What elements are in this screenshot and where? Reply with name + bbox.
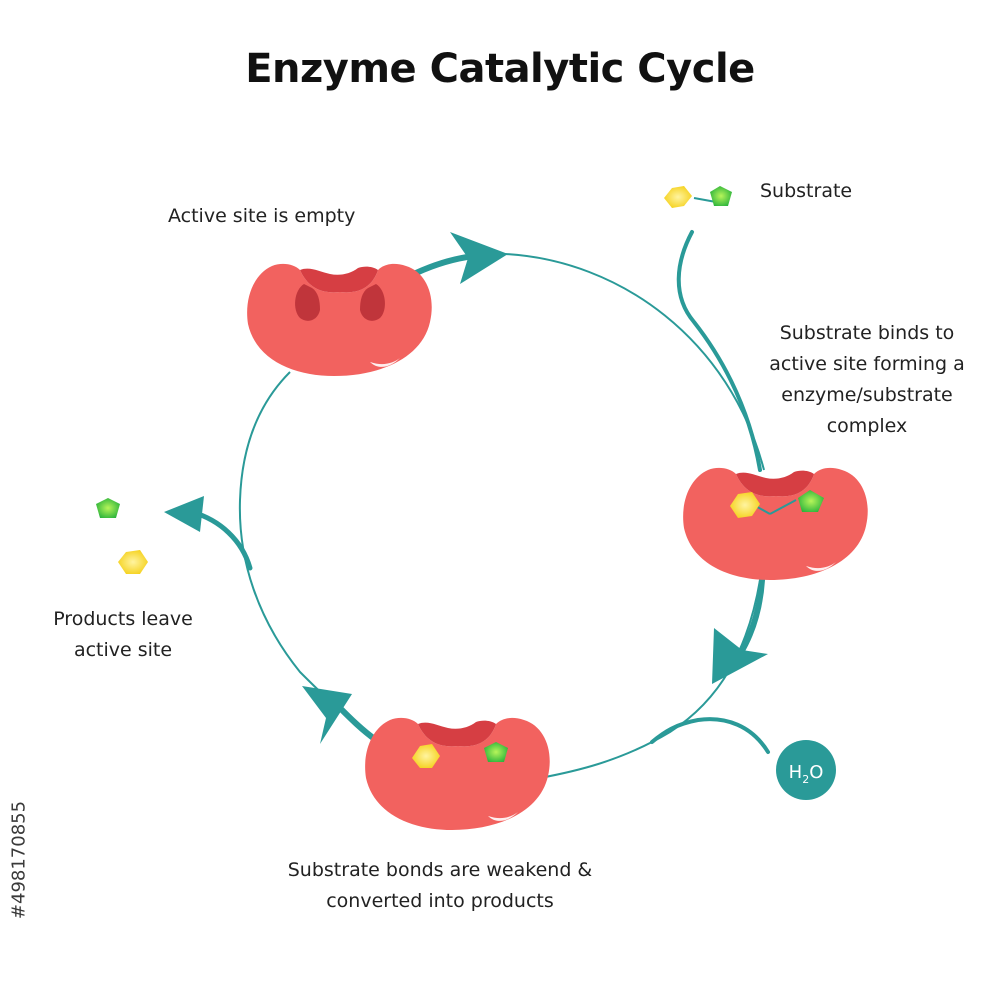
hexagon-molecule-icon (118, 550, 148, 574)
arrow-icon (712, 577, 768, 684)
label-active-site-empty: Active site is empty (168, 205, 356, 227)
arrow-icon (164, 496, 253, 571)
cycle-line (238, 371, 377, 741)
pentagon-molecule-icon (484, 742, 508, 762)
enzyme-icon (683, 467, 868, 580)
stock-id-text: #498170855 (8, 800, 30, 920)
svg-text:H2O: H2O (789, 762, 824, 786)
enzyme-icon (247, 263, 432, 376)
bound-substrate-icon (730, 490, 824, 518)
hexagon-molecule-icon (412, 744, 440, 768)
arrow-icon (413, 232, 508, 284)
enzyme-icon (365, 717, 550, 830)
substrate-path (676, 230, 762, 472)
cycle-line (539, 579, 761, 779)
cycle-line (504, 253, 765, 471)
water-molecule-icon: H2O (776, 740, 836, 800)
substrate-icon (664, 186, 732, 208)
pentagon-molecule-icon (710, 186, 732, 206)
label-substrate: Substrate (760, 180, 853, 202)
pentagon-molecule-icon (798, 490, 824, 512)
hexagon-molecule-icon (730, 492, 760, 518)
label-bonds-weakened: Substrate bonds are weakend & converted … (287, 859, 593, 912)
arrow-icon (302, 686, 379, 744)
page-title: Enzyme Catalytic Cycle (245, 46, 755, 92)
label-substrate-binds: Substrate binds to active site forming a… (769, 322, 965, 437)
hexagon-molecule-icon (664, 186, 692, 208)
water-path (650, 717, 770, 754)
pentagon-molecule-icon (96, 498, 120, 518)
label-products-leave: Products leave active site (53, 608, 193, 661)
